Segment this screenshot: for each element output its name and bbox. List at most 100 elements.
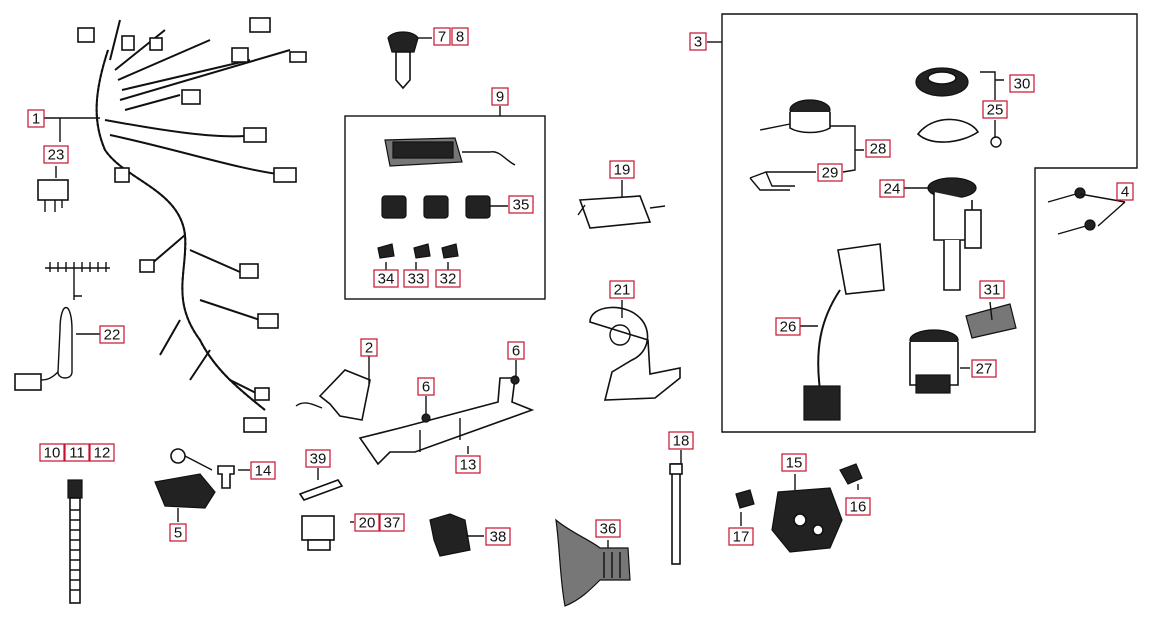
svg-text:9: 9 — [496, 89, 504, 106]
svg-text:8: 8 — [456, 29, 464, 46]
knob-17 — [735, 489, 755, 509]
callout-33: 33 — [403, 269, 429, 288]
screws-4 — [1047, 187, 1096, 235]
svg-text:5: 5 — [174, 525, 182, 542]
callout-2: 2 — [360, 338, 378, 357]
callout-17: 17 — [728, 527, 754, 546]
callout-32: 32 — [435, 269, 461, 288]
svg-text:31: 31 — [984, 282, 1001, 299]
bracket-2 — [295, 369, 371, 421]
callout-20: 20 — [354, 513, 380, 532]
svg-text:16: 16 — [850, 499, 867, 516]
callout-23: 23 — [43, 145, 69, 164]
svg-text:11: 11 — [69, 445, 85, 462]
svg-text:28: 28 — [870, 141, 887, 158]
callout-29: 29 — [817, 163, 843, 182]
bracket-21 — [589, 306, 681, 401]
callout-14: 14 — [250, 461, 276, 480]
svg-text:6: 6 — [422, 379, 430, 396]
tie-18 — [669, 463, 683, 565]
nuts-6 — [421, 375, 520, 423]
callout-37: 37 — [379, 513, 405, 532]
svg-text:19: 19 — [614, 162, 631, 179]
svg-text:14: 14 — [255, 463, 272, 480]
fuel-cap-30 — [915, 67, 969, 97]
callout-5: 5 — [169, 523, 187, 542]
callout-16: 16 — [845, 497, 871, 516]
callout-39: 39 — [305, 449, 331, 468]
group-frame-9 — [344, 115, 546, 300]
rubber-31 — [965, 303, 1017, 339]
callout-7: 7 — [433, 27, 451, 46]
callout-26: 26 — [775, 317, 801, 336]
svg-text:4: 4 — [1121, 184, 1129, 201]
clip-29 — [749, 171, 795, 191]
svg-text:21: 21 — [614, 282, 631, 299]
callout-6-right: 6 — [507, 341, 525, 360]
svg-text:32: 32 — [440, 271, 457, 288]
svg-text:23: 23 — [48, 147, 65, 164]
ignition-key-7-8 — [387, 31, 419, 90]
switch-15 — [771, 487, 843, 553]
svg-text:27: 27 — [976, 361, 993, 378]
svg-text:35: 35 — [513, 197, 530, 214]
callout-10: 10 — [39, 443, 65, 462]
connector-20-37 — [301, 515, 335, 551]
switch-harness-26 — [803, 243, 885, 421]
tie-strap-10-11-12 — [67, 479, 83, 604]
callout-30: 30 — [1009, 74, 1035, 93]
svg-text:24: 24 — [884, 181, 901, 198]
callout-11: 11 — [64, 443, 90, 462]
callout-25: 25 — [982, 100, 1008, 119]
relay-23 — [37, 179, 69, 212]
callout-13: 13 — [455, 455, 481, 474]
callout-12: 12 — [89, 443, 115, 462]
bracket-13 — [358, 377, 535, 466]
svg-text:10: 10 — [44, 445, 61, 462]
fuse-39 — [298, 479, 344, 501]
bolt-14 — [217, 465, 235, 489]
svg-text:6: 6 — [512, 343, 520, 360]
callout-1: 1 — [27, 109, 45, 128]
callout-34: 34 — [373, 269, 399, 288]
svg-text:29: 29 — [822, 165, 839, 182]
grommet-36 — [555, 518, 631, 607]
relay-38 — [429, 513, 471, 557]
seat-lock-27 — [909, 329, 959, 394]
wire-set-22 — [14, 262, 110, 391]
svg-text:22: 22 — [104, 327, 121, 344]
svg-text:34: 34 — [378, 271, 395, 288]
svg-text:3: 3 — [694, 34, 702, 51]
callout-27: 27 — [971, 359, 997, 378]
svg-text:30: 30 — [1014, 76, 1031, 93]
control-unit-9 — [384, 137, 516, 167]
svg-text:17: 17 — [733, 529, 750, 546]
lock-28 — [759, 99, 831, 134]
callout-22: 22 — [99, 325, 125, 344]
svg-text:25: 25 — [987, 102, 1004, 119]
flasher-19 — [577, 195, 666, 229]
callout-36: 36 — [595, 519, 621, 538]
lock-cylinder-24 — [927, 177, 982, 291]
callout-15: 15 — [781, 453, 807, 472]
svg-text:13: 13 — [460, 457, 477, 474]
callout-21: 21 — [609, 280, 635, 299]
callout-28: 28 — [865, 139, 891, 158]
gasket-25 — [916, 118, 1002, 148]
relay-35 — [381, 195, 491, 219]
svg-text:20: 20 — [359, 515, 376, 532]
svg-text:12: 12 — [94, 445, 111, 462]
callout-6-left: 6 — [417, 377, 435, 396]
wire-harness — [77, 17, 307, 433]
callout-35: 35 — [508, 195, 534, 214]
svg-text:38: 38 — [490, 529, 507, 546]
callout-19: 19 — [609, 160, 635, 179]
leader-lines — [44, 37, 1126, 548]
callout-18: 18 — [668, 431, 694, 450]
sensor-5 — [154, 448, 216, 509]
callout-4: 4 — [1116, 182, 1134, 201]
callout-3: 3 — [689, 32, 707, 51]
svg-text:37: 37 — [384, 515, 401, 532]
svg-text:18: 18 — [673, 433, 690, 450]
